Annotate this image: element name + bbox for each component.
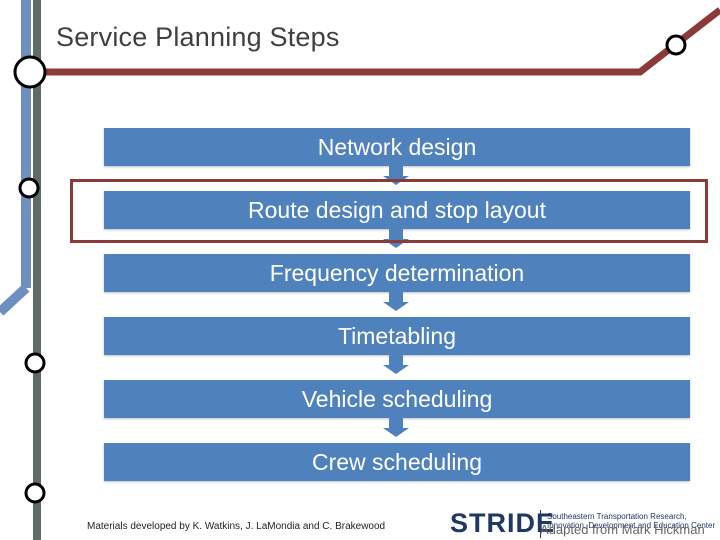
footer-credit: Materials developed by K. Watkins, J. La… xyxy=(87,521,386,532)
adapted-from-credit: Adapted from Mark Hickman xyxy=(540,522,705,537)
flow-arrow-down xyxy=(383,229,409,248)
stride-logo: STRIDE xyxy=(450,508,556,538)
step-vehicle-scheduling: Vehicle scheduling xyxy=(104,379,690,418)
step-frequency-determination: Frequency determination xyxy=(104,253,690,292)
step-timetabling: Timetabling xyxy=(104,316,690,355)
station-circle xyxy=(18,177,40,199)
transit-line-red xyxy=(30,7,720,76)
station-circle xyxy=(24,482,46,504)
step-network-design: Network design xyxy=(104,127,690,166)
step-route-design: Route design and stop layout xyxy=(104,190,690,229)
flow-arrow-down xyxy=(383,292,409,311)
flow-arrow-down xyxy=(383,418,409,437)
stride-logo-subtitle: Southeastern Transportation Research, In… xyxy=(547,512,716,530)
slide-title: Service Planning Steps xyxy=(56,22,340,52)
flow-arrow-down xyxy=(383,166,409,185)
highlight-box xyxy=(70,179,708,243)
logo-divider xyxy=(540,510,541,538)
flow-arrow-down xyxy=(383,355,409,374)
step-crew-scheduling: Crew scheduling xyxy=(104,442,690,481)
station-circle xyxy=(665,34,687,56)
transit-line-blue-branch xyxy=(0,284,30,316)
station-circle xyxy=(24,352,46,374)
station-circle-large xyxy=(13,55,47,89)
